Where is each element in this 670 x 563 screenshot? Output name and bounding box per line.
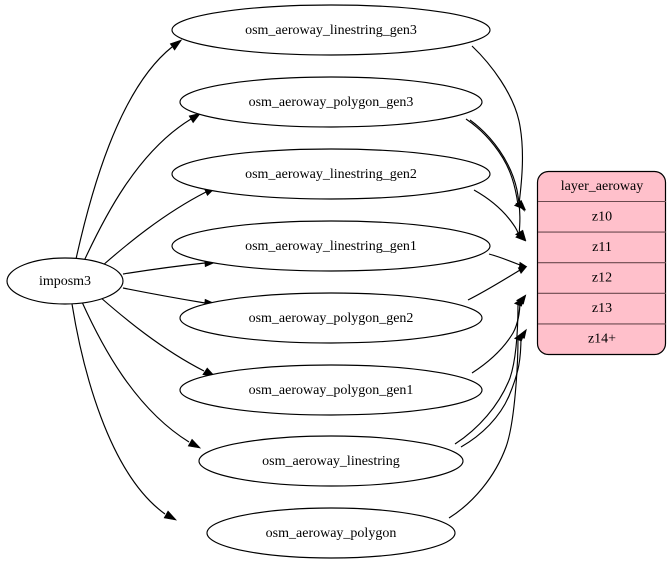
edge-imposm3-to-osm_aeroway_linestring	[81, 301, 202, 449]
node-osm_aeroway_polygon_gen3[interactable]: osm_aeroway_polygon_gen3	[179, 76, 483, 128]
edge-imposm3-to-osm_aeroway_polygon	[71, 303, 178, 521]
node-osm_aeroway_linestring_gen1-label: osm_aeroway_linestring_gen1	[245, 239, 417, 254]
node-osm_aeroway_polygon-label: osm_aeroway_polygon	[266, 526, 397, 541]
edge-osm_aeroway_polygon_gen3-to-z10	[465, 118, 527, 211]
node-osm_aeroway_linestring_gen2-label: osm_aeroway_linestring_gen2	[245, 167, 417, 182]
node-osm_aeroway_linestring_gen3-label: osm_aeroway_linestring_gen3	[245, 23, 417, 38]
layer_aeroway-row-z13-label: z13	[592, 301, 612, 316]
node-imposm3-label: imposm3	[39, 274, 91, 289]
node-osm_aeroway_polygon_gen2-label: osm_aeroway_polygon_gen2	[249, 311, 414, 326]
node-osm_aeroway_polygon_gen3-label: osm_aeroway_polygon_gen3	[249, 95, 414, 110]
node-osm_aeroway_linestring_gen3[interactable]: osm_aeroway_linestring_gen3	[171, 4, 491, 56]
edge-imposm3-to-osm_aeroway_linestring_gen3	[75, 39, 183, 260]
edge-imposm3-to-osm_aeroway_polygon_gen3	[83, 112, 202, 262]
layer_aeroway-row-z10-label: z10	[592, 210, 612, 225]
node-osm_aeroway_polygon_gen1-label: osm_aeroway_polygon_gen1	[249, 383, 414, 398]
edge-group-tables-to-layer	[448, 45, 528, 519]
node-osm_aeroway_polygon[interactable]: osm_aeroway_polygon	[206, 507, 456, 559]
node-osm_aeroway_linestring_gen2[interactable]: osm_aeroway_linestring_gen2	[171, 148, 491, 200]
layer_aeroway-row-z12-label: z12	[592, 271, 612, 286]
edge-osm_aeroway_polygon-to-z14	[448, 330, 527, 519]
layer_aeroway-header-label: layer_aeroway	[561, 179, 643, 194]
edge-osm_aeroway_polygon_gen2-to-z12	[467, 266, 528, 301]
node-layer_aeroway[interactable]: layer_aeroway z10 z11 z12 z13 z14+	[536, 170, 667, 356]
edge-osm_aeroway_linestring-to-z13	[454, 295, 526, 445]
node-osm_aeroway_polygon_gen1[interactable]: osm_aeroway_polygon_gen1	[179, 364, 483, 416]
node-osm_aeroway_polygon_gen2[interactable]: osm_aeroway_polygon_gen2	[179, 292, 483, 344]
node-imposm3[interactable]: imposm3	[6, 257, 124, 305]
node-osm_aeroway_linestring_gen1[interactable]: osm_aeroway_linestring_gen1	[171, 220, 491, 272]
node-osm_aeroway_linestring-label: osm_aeroway_linestring	[262, 454, 400, 469]
edge-osm_aeroway_linestring_gen1-to-z12	[488, 253, 528, 270]
node-osm_aeroway_linestring[interactable]: osm_aeroway_linestring	[198, 435, 464, 487]
edge-osm_aeroway_linestring_gen2-to-z11	[473, 189, 527, 242]
layer_aeroway-row-z11-label: z11	[592, 240, 612, 255]
layer_aeroway-row-z14-label: z14+	[588, 332, 616, 347]
edge-imposm3-to-osm_aeroway_linestring_gen1	[122, 258, 217, 275]
edge-imposm3-to-osm_aeroway_polygon_gen2	[122, 287, 217, 308]
